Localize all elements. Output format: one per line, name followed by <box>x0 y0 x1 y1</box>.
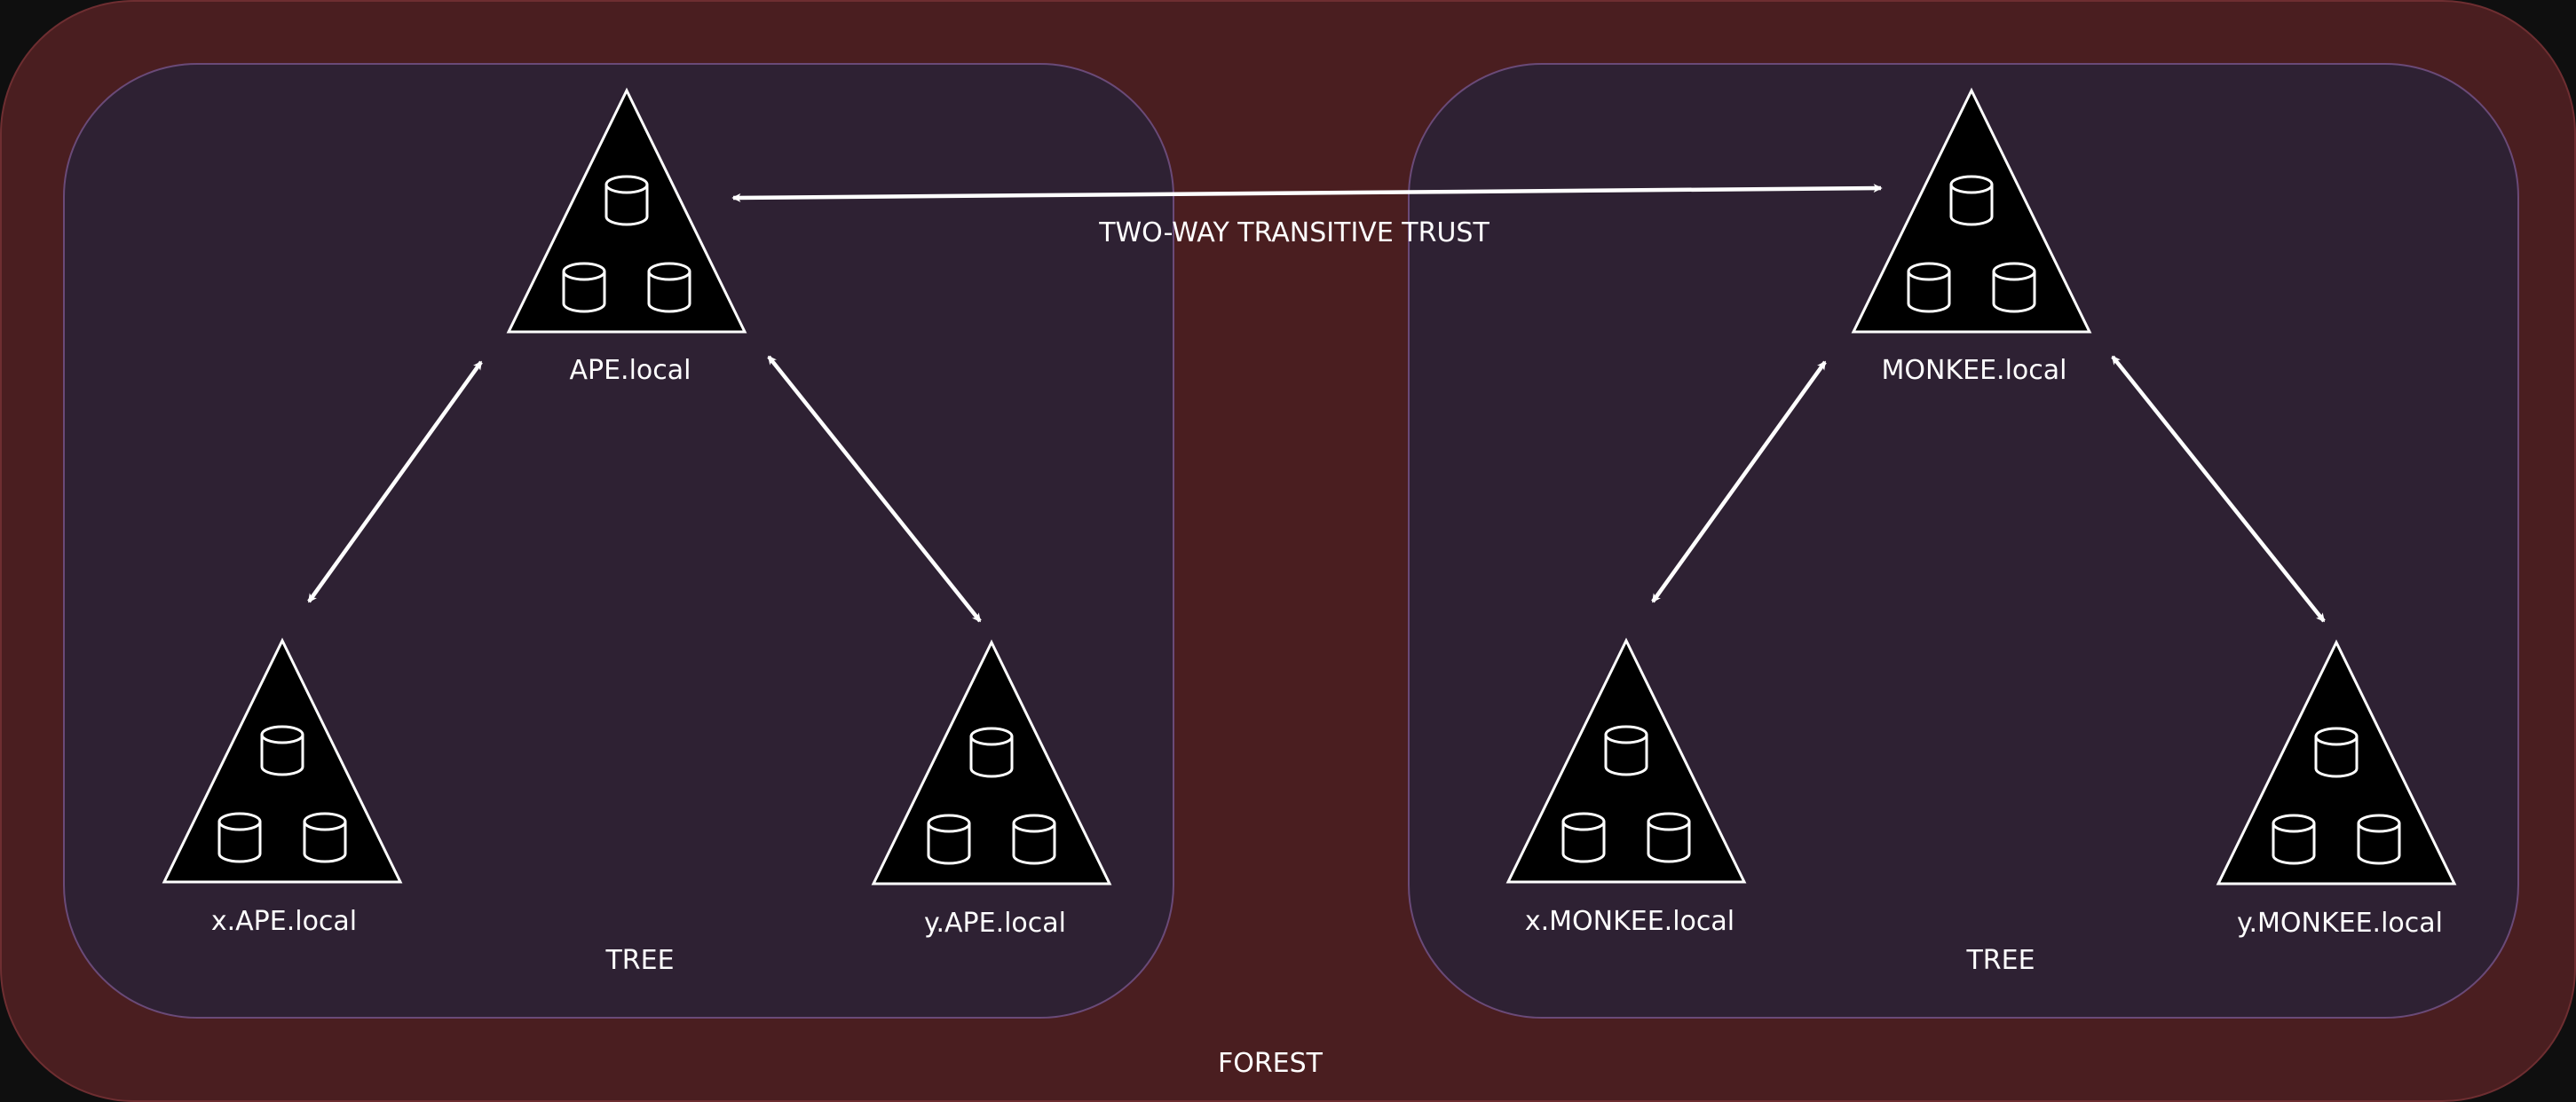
trust-arrow-monkee-x <box>1651 360 1827 603</box>
domain-label: MONKEE.local <box>1882 355 2067 386</box>
trust-arrow-ape-x <box>307 360 483 603</box>
forest-label: FOREST <box>1218 1048 1324 1079</box>
domain-label: APE.local <box>569 355 691 386</box>
trust-arrow-ape-y <box>767 355 982 623</box>
domain-label: y.APE.local <box>924 908 1066 939</box>
trust-arrow-monkee-y <box>2111 355 2326 623</box>
domain-label: x.MONKEE.local <box>1525 906 1734 937</box>
tree-label: TREE <box>1965 945 2035 976</box>
trust-label: TWO-WAY TRANSITIVE TRUST <box>1098 217 1489 248</box>
domain-label: y.MONKEE.local <box>2237 908 2443 939</box>
tree-label: TREE <box>604 945 674 976</box>
domain-label: x.APE.local <box>211 906 357 937</box>
trust-arrow-forest <box>731 184 1883 202</box>
